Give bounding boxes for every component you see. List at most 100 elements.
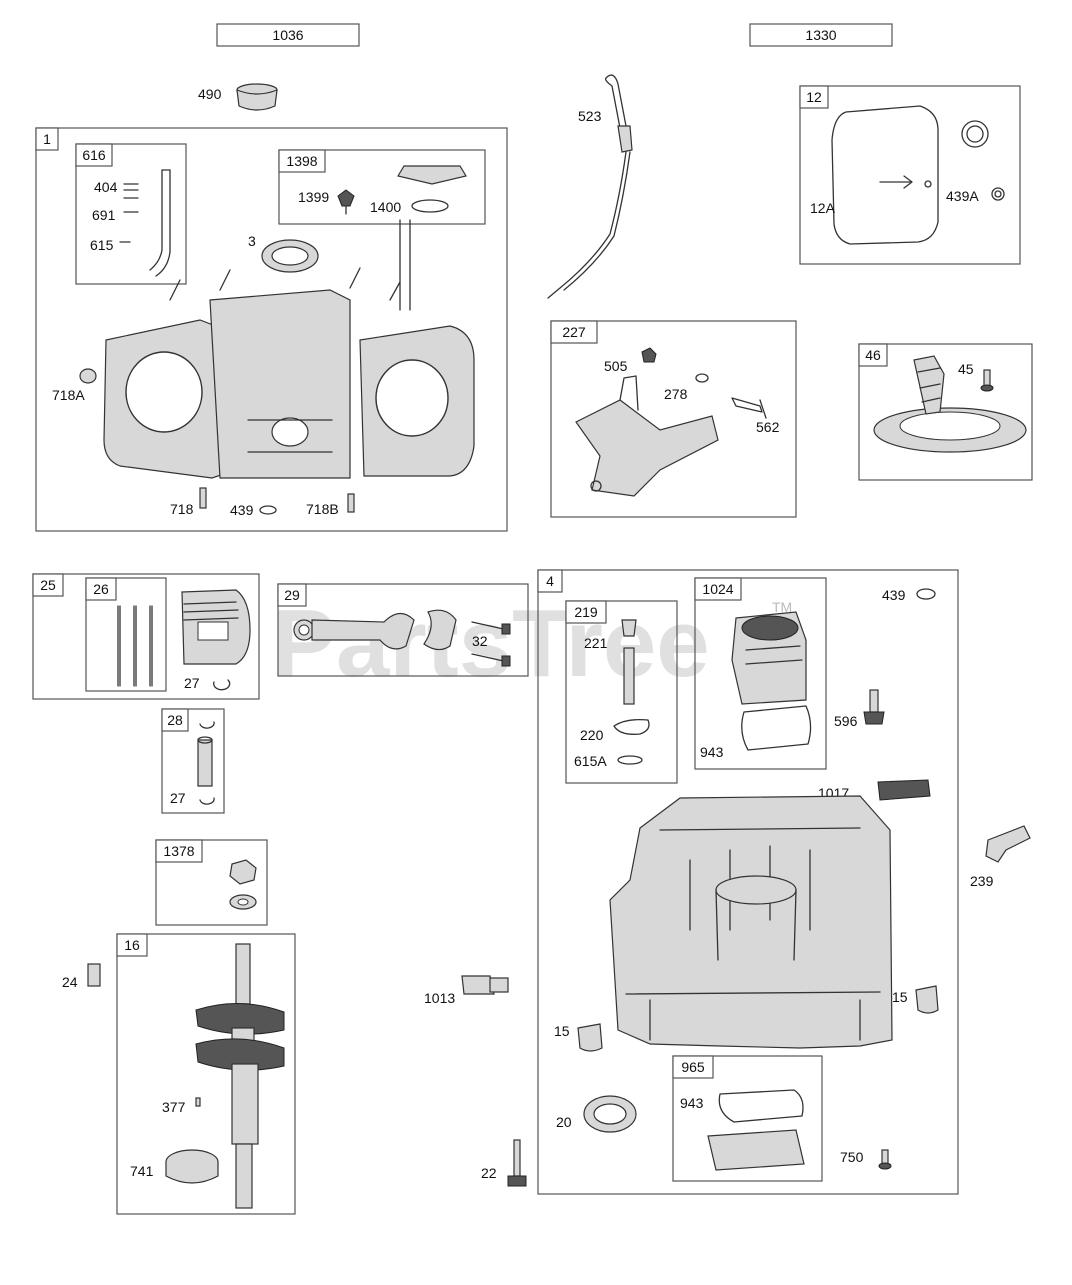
part-25-piston [181, 589, 251, 665]
part-219-governor-shaft [613, 619, 650, 765]
group-25-box [32, 573, 260, 700]
callout-220: 220 [580, 727, 604, 743]
part-29-connecting-rod [293, 609, 511, 667]
callout-439-b: 439 [882, 587, 906, 603]
group-46-box [858, 343, 1033, 481]
part-439-oring-a [259, 505, 277, 515]
group-4-label: 4 [546, 573, 554, 589]
group-1-box [35, 127, 508, 532]
part-718-pin [199, 487, 207, 509]
callout-691: 691 [92, 207, 116, 223]
callout-22: 22 [481, 1165, 497, 1181]
group-26-box [85, 577, 167, 692]
part-12-seal-ring [961, 120, 989, 148]
callout-32: 32 [472, 633, 488, 649]
part-227-bracket [575, 347, 767, 497]
group-219-tag [565, 600, 607, 624]
part-46-camshaft [873, 355, 1027, 453]
group-227-tag [550, 320, 598, 344]
group-16-box [116, 933, 296, 1215]
callout-20: 20 [556, 1114, 572, 1130]
group-28-box [161, 708, 225, 814]
part-1013-fitting [461, 975, 509, 995]
ref-label-1330: 1330 [805, 27, 836, 43]
part-12A-gasket [831, 105, 939, 245]
group-25-tag [32, 573, 64, 597]
group-46-label: 46 [865, 347, 881, 363]
callout-741: 741 [130, 1163, 154, 1179]
callout-615: 615 [90, 237, 114, 253]
group-12-box [799, 85, 1021, 265]
part-26-rings [117, 605, 153, 687]
callout-15-a: 15 [554, 1023, 570, 1039]
watermark-tm: TM [772, 599, 792, 615]
part-377-key [195, 1097, 201, 1107]
callout-523: 523 [578, 108, 602, 124]
part-45-bolt [980, 369, 994, 392]
callout-12A: 12A [810, 200, 836, 216]
ref-label-1036: 1036 [272, 27, 303, 43]
part-718B-pin [347, 493, 355, 513]
part-16-crankshaft [195, 943, 285, 1209]
callout-239: 239 [970, 873, 994, 889]
callout-1400: 1400 [370, 199, 401, 215]
group-1378-box [155, 839, 268, 926]
callout-3: 3 [248, 233, 256, 249]
callout-505: 505 [604, 358, 628, 374]
watermark: PartsTree [272, 590, 710, 697]
group-616-tag [75, 143, 113, 167]
ref-box-1330 [749, 23, 893, 47]
callout-718B: 718B [306, 501, 339, 517]
group-26-tag [85, 577, 117, 601]
part-22-bolt [507, 1139, 527, 1187]
part-3-seal [261, 239, 319, 273]
group-29-tag [277, 583, 307, 607]
part-24-key [87, 963, 101, 987]
part-1024-oil-pump [731, 611, 812, 751]
group-4-box [537, 569, 959, 1195]
part-965-cover [707, 1089, 805, 1171]
group-1024-label: 1024 [702, 581, 733, 597]
callout-221: 221 [584, 635, 608, 651]
group-965-tag [672, 1055, 714, 1079]
group-616-label: 616 [82, 147, 106, 163]
callout-27-a: 27 [184, 675, 200, 691]
callout-596: 596 [834, 713, 858, 729]
callout-943-b: 943 [680, 1095, 704, 1111]
callout-24: 24 [62, 974, 78, 990]
part-4-sump [609, 795, 893, 1049]
callout-377: 377 [162, 1099, 186, 1115]
callout-15-b: 15 [892, 989, 908, 1005]
group-1398-box [278, 149, 486, 225]
part-523-dipstick [547, 74, 633, 299]
group-12-label: 12 [806, 89, 822, 105]
group-616-box [75, 143, 187, 285]
callout-943-a: 943 [700, 744, 724, 760]
callout-562: 562 [756, 419, 780, 435]
part-15-plug-b [915, 985, 939, 1014]
callout-750: 750 [840, 1149, 864, 1165]
part-439A-oring [991, 187, 1005, 201]
callout-404: 404 [94, 179, 118, 195]
callout-439A: 439A [946, 188, 979, 204]
part-1378-nut-washer [229, 859, 257, 910]
group-1378-label: 1378 [163, 843, 194, 859]
callout-1399: 1399 [298, 189, 329, 205]
group-227-box [550, 320, 797, 518]
group-1024-box [694, 577, 827, 770]
part-15-plug-a [577, 1023, 603, 1052]
part-439-oring-b [916, 588, 936, 600]
part-718A-plug [79, 368, 97, 384]
callout-718A: 718A [52, 387, 85, 403]
callout-615A: 615A [574, 753, 607, 769]
callout-1013: 1013 [424, 990, 455, 1006]
callout-490: 490 [198, 86, 222, 102]
group-26-label: 26 [93, 581, 109, 597]
group-227-label: 227 [562, 324, 586, 340]
group-12-tag [799, 85, 829, 109]
callout-278: 278 [664, 386, 688, 402]
group-219-label: 219 [574, 604, 598, 620]
group-29-label: 29 [284, 587, 300, 603]
group-25-label: 25 [40, 577, 56, 593]
part-596-bolt [863, 689, 885, 725]
